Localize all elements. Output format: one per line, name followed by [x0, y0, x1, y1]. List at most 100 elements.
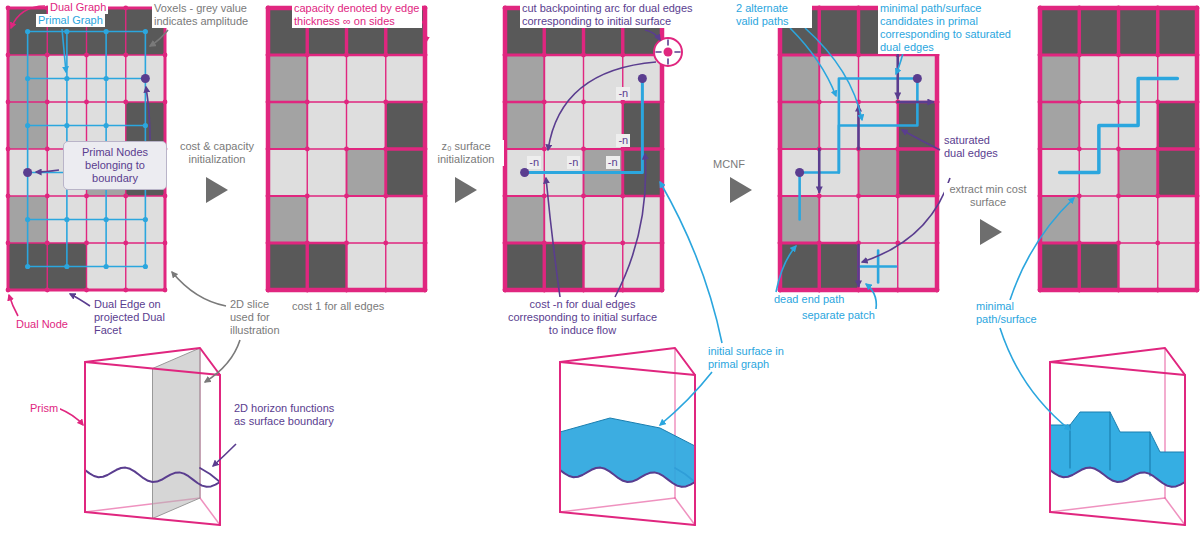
annotation-label: Dual Node — [14, 318, 70, 331]
dual-edge — [935, 102, 940, 149]
dual-node — [45, 100, 50, 105]
dual-node — [935, 100, 940, 105]
dual-node — [620, 53, 625, 58]
label-box: Dual Graph — [48, 1, 118, 14]
dual-node — [344, 194, 349, 199]
horizon-line — [560, 468, 695, 487]
dual-node — [305, 147, 310, 152]
dual-node — [123, 100, 128, 105]
dual-edge — [306, 243, 309, 290]
dual-node — [856, 53, 861, 58]
dual-node — [817, 53, 822, 58]
dual-edge — [1157, 196, 1158, 243]
saturated-dual-edge — [898, 101, 933, 104]
voxel — [544, 243, 583, 290]
dual-edge — [859, 288, 898, 293]
annotation-label: initial surface in primal graph — [706, 345, 786, 371]
dual-edge — [347, 195, 386, 197]
leader-arrow — [205, 340, 240, 382]
dual-edge — [859, 242, 898, 243]
label-box: 2D slice used for illustration — [228, 298, 298, 337]
dual-node — [542, 147, 547, 152]
dual-node — [503, 194, 508, 199]
voxel — [307, 196, 346, 243]
dual-edge — [1079, 242, 1118, 244]
voxel — [780, 102, 819, 149]
dual-edge — [778, 102, 783, 149]
label-box: dead end path — [772, 293, 862, 306]
dual-edge — [1119, 54, 1158, 56]
label-box: Prism — [28, 402, 68, 415]
voxel — [307, 243, 346, 290]
voxel — [1040, 102, 1079, 149]
dual-edge — [47, 289, 86, 292]
zoom-circle — [654, 38, 682, 66]
dual-node — [1038, 6, 1043, 11]
dual-edge — [859, 101, 898, 102]
dual-edge — [7, 243, 10, 290]
dual-node — [423, 194, 428, 199]
dual-node — [1195, 53, 1200, 58]
dual-edge — [1038, 102, 1043, 149]
annotation-label: minimal path/surface — [974, 300, 1046, 326]
leader-arrow — [58, 408, 83, 425]
dual-edge — [1158, 101, 1197, 103]
dual-edge — [7, 102, 10, 149]
dual-node — [1077, 241, 1082, 246]
dual-node — [163, 100, 168, 105]
leader-arrow — [776, 246, 796, 292]
voxel — [307, 102, 346, 149]
dual-node — [344, 241, 349, 246]
voxel — [1079, 8, 1118, 55]
prism-outline — [1049, 362, 1051, 512]
process-arrow — [206, 177, 228, 203]
dual-edge — [1119, 288, 1158, 293]
prism-outline — [1050, 348, 1185, 375]
dual-edge — [423, 196, 428, 243]
dual-node — [935, 194, 940, 199]
dual-node — [1077, 6, 1082, 11]
dual-edge — [1040, 54, 1079, 57]
dual-edge — [544, 54, 583, 56]
dual-node — [581, 147, 586, 152]
primal-node — [104, 123, 109, 128]
dual-edge — [307, 101, 346, 102]
dual-edge — [1118, 149, 1120, 196]
dual-node — [6, 194, 11, 199]
dual-edge — [505, 242, 544, 245]
dual-edge — [385, 55, 386, 102]
label-box: cost 1 for all edges — [290, 300, 410, 313]
voxel — [268, 243, 307, 290]
voxel — [780, 55, 819, 102]
dual-edge — [1119, 195, 1158, 197]
dual-edge — [780, 148, 819, 150]
surface-fold — [1109, 412, 1110, 470]
dual-node — [1195, 6, 1200, 11]
dual-edge — [386, 147, 425, 150]
voxel — [307, 149, 346, 196]
voxel — [347, 196, 386, 243]
voxel — [584, 243, 623, 290]
dual-edge — [1195, 8, 1200, 55]
label-box: 2D horizon functions as surface boundary — [232, 402, 342, 428]
voxel — [1158, 8, 1197, 55]
dual-edge — [505, 288, 544, 293]
dual-edge — [660, 243, 665, 290]
dual-edge — [505, 54, 544, 57]
dual-edge — [1079, 6, 1118, 11]
dual-edge — [307, 148, 346, 149]
annotation-label: -n — [527, 156, 541, 169]
voxel — [544, 55, 583, 102]
dual-edge — [1195, 102, 1200, 149]
slice-plane — [153, 348, 201, 519]
annotation-label: extract min cost surface — [944, 183, 1032, 209]
dual-edge — [307, 149, 308, 196]
dual-edge — [307, 195, 346, 196]
dual-node — [383, 194, 388, 199]
leader-arrow — [546, 178, 560, 297]
dual-node — [503, 53, 508, 58]
annotation-label: minimal path/surface candidates in prima… — [878, 2, 1036, 54]
primal-node — [143, 217, 148, 222]
dual-edge — [780, 101, 819, 103]
